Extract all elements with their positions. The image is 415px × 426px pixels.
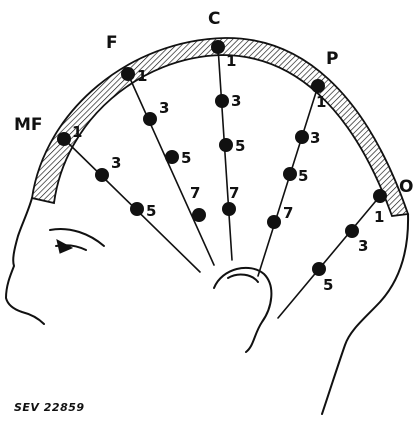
- region-label-p: P: [326, 49, 338, 69]
- electrode-label-o-3: 3: [358, 237, 368, 255]
- electrode-label-f-1: 1: [137, 67, 147, 85]
- skull-band: [32, 38, 408, 216]
- ear-inner: [228, 275, 258, 282]
- electrode-label-o-5: 5: [323, 276, 333, 294]
- electrode-c-1: [211, 40, 225, 54]
- electrode-c-7: [222, 202, 236, 216]
- electrode-label-p-3: 3: [310, 129, 320, 147]
- electrode-label-p-5: 5: [298, 167, 308, 185]
- electrode-label-f-3: 3: [159, 99, 169, 117]
- electrode-f-3: [143, 112, 157, 126]
- electrode-label-p-7: 7: [283, 204, 293, 222]
- electrode-label-mf-5: 5: [146, 202, 156, 220]
- reference-code: SEV 22859: [14, 401, 85, 414]
- region-label-mf: MF: [14, 115, 43, 135]
- electrode-label-f-5: 5: [181, 149, 191, 167]
- region-label-c: C: [208, 9, 220, 29]
- electrode-mf-3: [95, 168, 109, 182]
- electrode-mf-1: [57, 132, 71, 146]
- electrode-label-c-1: 1: [226, 52, 236, 70]
- electrode-label-c-3: 3: [231, 92, 241, 110]
- electrode-p-5: [283, 167, 297, 181]
- electrode-f-1: [121, 67, 135, 81]
- electrode-label-mf-1: 1: [72, 123, 82, 141]
- eye: [50, 229, 104, 253]
- c-electrode-line: [218, 47, 232, 260]
- electrode-mf-5: [130, 202, 144, 216]
- electrode-o-5: [312, 262, 326, 276]
- electrode-o-1: [373, 189, 387, 203]
- region-label-f: F: [106, 33, 118, 53]
- electrode-p-7: [267, 215, 281, 229]
- electrode-label-f-7: 7: [190, 184, 200, 202]
- electrode-o-3: [345, 224, 359, 238]
- head-outline: [6, 198, 44, 324]
- electrode-p-3: [295, 130, 309, 144]
- electrode-label-p-1: 1: [316, 93, 326, 111]
- electrode-label-o-1: 1: [374, 208, 384, 226]
- electrode-label-c-7: 7: [229, 184, 239, 202]
- electrode-p-1: [311, 79, 325, 93]
- electrode-c-5: [219, 138, 233, 152]
- electrode-c-3: [215, 94, 229, 108]
- p-electrode-line: [258, 86, 318, 276]
- electrode-f-5: [165, 150, 179, 164]
- f-electrode-line: [128, 74, 214, 265]
- electrode-f-7: [192, 208, 206, 222]
- electrode-label-c-5: 5: [235, 137, 245, 155]
- ear: [214, 268, 271, 352]
- region-label-o: O: [399, 177, 413, 197]
- electrode-label-mf-3: 3: [111, 154, 121, 172]
